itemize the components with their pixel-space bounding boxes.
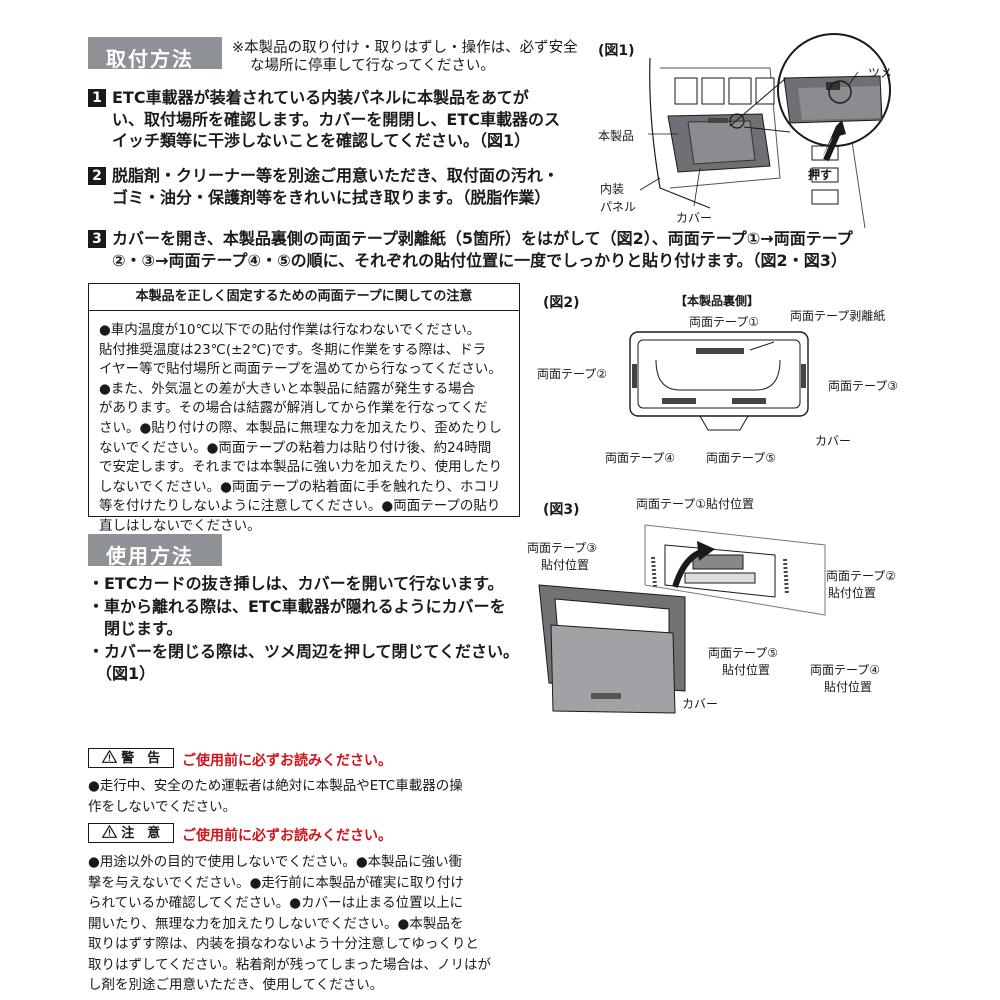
- usage-heading: 使用方法: [88, 534, 222, 568]
- fig3-tape4-label-line: 両面テープ④: [810, 663, 881, 677]
- fig3-tape3-label-line: 貼付位置: [541, 558, 590, 572]
- tape-caution-line: ●また、外気温との差が大きいと本製品に結露が発生する場合: [99, 380, 476, 397]
- tape-caution-title: 本製品を正しく固定するための両面テープに関しての注意: [89, 284, 519, 311]
- step-text: ETC車載器が装着されている内装パネルに本製品をあてが い、取付場所を確認します…: [112, 87, 632, 152]
- fig3-label: (図3): [543, 502, 580, 518]
- tape-caution-line: ないでください。●両面テープの粘着力は貼り付け後、約24時間: [99, 439, 492, 456]
- fig3-tape5-label: 両面テープ⑤ 貼付位置: [708, 645, 778, 679]
- fig1-panel-label-line: パネル: [600, 200, 637, 214]
- step-line: イッチ類等に干渉しないことを確認してください。（図1）: [112, 131, 531, 150]
- fig3-tape5-label-line: 両面テープ⑤: [708, 646, 779, 660]
- step-text: カバーを開き、本製品裏側の両面テープ剥離紙（5箇所）をはがして（図2）、両面テー…: [112, 228, 932, 271]
- fig3-tape2-label-line: 両面テープ②: [826, 569, 897, 583]
- fig2-subtitle: 【本製品裏側】: [675, 294, 760, 308]
- caution-badge-label: 注 意: [121, 826, 161, 841]
- step-line: ETC車載器が装着されている内装パネルに本製品をあてが: [112, 88, 529, 107]
- tape-caution-line: しないでください。●両面テープの粘着面に手を触れたり、ホコリ: [99, 478, 501, 495]
- warning-badge-label: 警 告: [121, 751, 161, 766]
- fig3-tape1-label: 両面テープ①貼付位置: [636, 497, 755, 511]
- usage-line: ・ETCカードの抜き挿しは、カバーを開いて行ないます。: [88, 574, 504, 593]
- tape-caution-line: で安定します。それまでは本製品に強い力を加えたり、使用したり: [99, 459, 503, 476]
- fig3-tape2-label-line: 貼付位置: [828, 586, 877, 600]
- tape-caution-line: 直しはしないでください。: [99, 517, 261, 534]
- step-number: 1: [88, 89, 106, 107]
- usage-line: ・車から離れる際は、ETC車載器が隠れるようにカバーを: [88, 596, 506, 616]
- step-text: 脱脂剤・クリーナー等を別途ご用意いただき、取付面の汚れ・ ゴミ・油分・保護剤等を…: [112, 165, 632, 208]
- caution-line: 開いたり、無理な力を加えたりしないでください。●本製品を: [88, 915, 464, 932]
- fig2-cover-label: カバー: [815, 434, 852, 448]
- tape-caution-line: 等を付けたりしないように注意してください。●両面テープの貼り: [99, 498, 501, 515]
- fig2-label: (図2): [543, 295, 580, 311]
- fig1-product-label: 本製品: [598, 129, 635, 143]
- fig2-tape3-label: 両面テープ③: [828, 379, 899, 393]
- fig2-illustration: [629, 331, 809, 431]
- fig3-illustration: [538, 524, 826, 714]
- tape-caution-line: イヤー等で貼付場所と両面テープを温めてから行なってください。: [99, 361, 502, 378]
- fig1-panel-label: 内装 パネル: [600, 180, 636, 216]
- warning-triangle-icon: [101, 824, 122, 841]
- usage-line: 閉じます。: [88, 619, 183, 638]
- step-number: 3: [88, 230, 106, 248]
- fig3-tape4-label: 両面テープ④ 貼付位置: [810, 662, 880, 696]
- fig2-tape1-label: 両面テープ①: [689, 315, 760, 329]
- step-line: い、取付場所を確認します。カバーを開閉し、ETC車載器のス: [112, 109, 560, 129]
- step-line: ゴミ・油分・保護剤等をきれいに拭き取ります。（脱脂作業）: [112, 187, 551, 207]
- fig1-cover-label: カバー: [676, 211, 713, 225]
- usage-line: （図1）: [88, 664, 156, 683]
- safety-note-line-2: な場所に停車して行なってください。: [250, 58, 495, 74]
- tape-caution-line: 貼付推奨温度は23℃(±2℃)です。冬期に作業をする際は、ドラ: [99, 341, 487, 358]
- step-line: 脱脂剤・クリーナー等を別途ご用意いただき、取付面の汚れ・: [112, 166, 559, 185]
- safety-note: ※本製品の取り付け・取りはずし・操作は、必ず安全 な場所に停車して行なってくださ…: [232, 39, 578, 75]
- fig3-cover-label: カバー: [682, 697, 719, 711]
- fig1-panel-label-line: 内装: [600, 182, 625, 196]
- warning-notice: ご使用前に必ずお読みください。: [182, 753, 392, 769]
- step-number: 2: [88, 167, 106, 185]
- warning-body: ●走行中、安全のため運転者は絶対に本製品やETC車載器の操 作をしないでください…: [88, 776, 528, 817]
- fig2-tape4-label: 両面テープ④: [605, 451, 676, 465]
- warning-badge: 警 告: [88, 748, 174, 768]
- warning-line: 作をしないでください。: [88, 798, 237, 815]
- caution-badge: 注 意: [88, 823, 174, 843]
- caution-line: られているか確認してください。●カバーは止まる位置以上に: [88, 895, 464, 911]
- fig3-tape4-label-line: 貼付位置: [824, 680, 873, 694]
- fig2-release-paper-label: 両面テープ剥離紙: [790, 309, 886, 323]
- fig2-tape2-label: 両面テープ②: [537, 367, 608, 381]
- fig1-illustration: [639, 33, 891, 229]
- caution-body: ●用途以外の目的で使用しないでください。●本製品に強い衝 撃を与えないでください…: [88, 852, 528, 996]
- warning-triangle-icon: [101, 749, 122, 766]
- warning-line: ●走行中、安全のため運転者は絶対に本製品やETC車載器の操: [88, 778, 463, 794]
- install-heading: 取付方法: [88, 37, 222, 71]
- fig1-push-label: 押す: [808, 168, 833, 182]
- caution-line: 撃を与えないでください。●走行前に本製品が確実に取り付け: [88, 874, 464, 891]
- tape-caution-line: さい。●貼り付けの際、本製品に無理な力を加えたり、歪めたりし: [99, 419, 502, 436]
- tape-caution-line: があります。その場合は結露が解消してから作業を行なってくだ: [99, 400, 488, 417]
- caution-line: し剤を別途ご用意いただき、使用してください。: [88, 977, 384, 993]
- step-line: ②・③→両面テープ④・⑤の順に、それぞれの貼付位置に一度でしっかりと貼り付けます…: [112, 250, 847, 270]
- fig3-tape5-label-line: 貼付位置: [722, 663, 771, 677]
- fig1-label: (図1): [598, 43, 635, 59]
- tape-caution-body: ●車内温度が10℃以下での貼付作業は行なわないでください。 貼付推奨温度は23℃…: [89, 311, 519, 537]
- caution-line: ●用途以外の目的で使用しないでください。●本製品に強い衝: [88, 854, 463, 870]
- tape-caution-line: ●車内温度が10℃以下での貼付作業は行なわないでください。: [99, 322, 481, 338]
- fig3-tape3-label: 両面テープ③ 貼付位置: [527, 540, 597, 574]
- tape-caution-box: 本製品を正しく固定するための両面テープに関しての注意 ●車内温度が10℃以下での…: [88, 283, 520, 534]
- fig2-tape5-label: 両面テープ⑤: [706, 451, 777, 465]
- usage-list: ・ETCカードの抜き挿しは、カバーを開いて行ないます。 ・車から離れる際は、ET…: [88, 573, 528, 686]
- step-line: カバーを開き、本製品裏側の両面テープ剥離紙（5箇所）をはがして（図2）、両面テー…: [112, 229, 853, 248]
- usage-line: ・カバーを閉じる際は、ツメ周辺を押して閉じてください。: [88, 641, 520, 661]
- fig3-tape3-label-line: 両面テープ③: [527, 541, 598, 555]
- safety-note-line-1: ※本製品の取り付け・取りはずし・操作は、必ず安全: [232, 40, 578, 56]
- caution-notice: ご使用前に必ずお読みください。: [182, 828, 392, 844]
- fig1-tsume-label: ツメ: [868, 66, 893, 80]
- caution-line: 取りはずす際は、内装を損なわないよう十分注意してゆっくりと: [88, 936, 479, 952]
- caution-line: 取りはずしてください。粘着剤が残ってしまった場合は、ノリはが: [88, 956, 491, 973]
- fig3-tape2-label: 両面テープ② 貼付位置: [826, 568, 896, 602]
